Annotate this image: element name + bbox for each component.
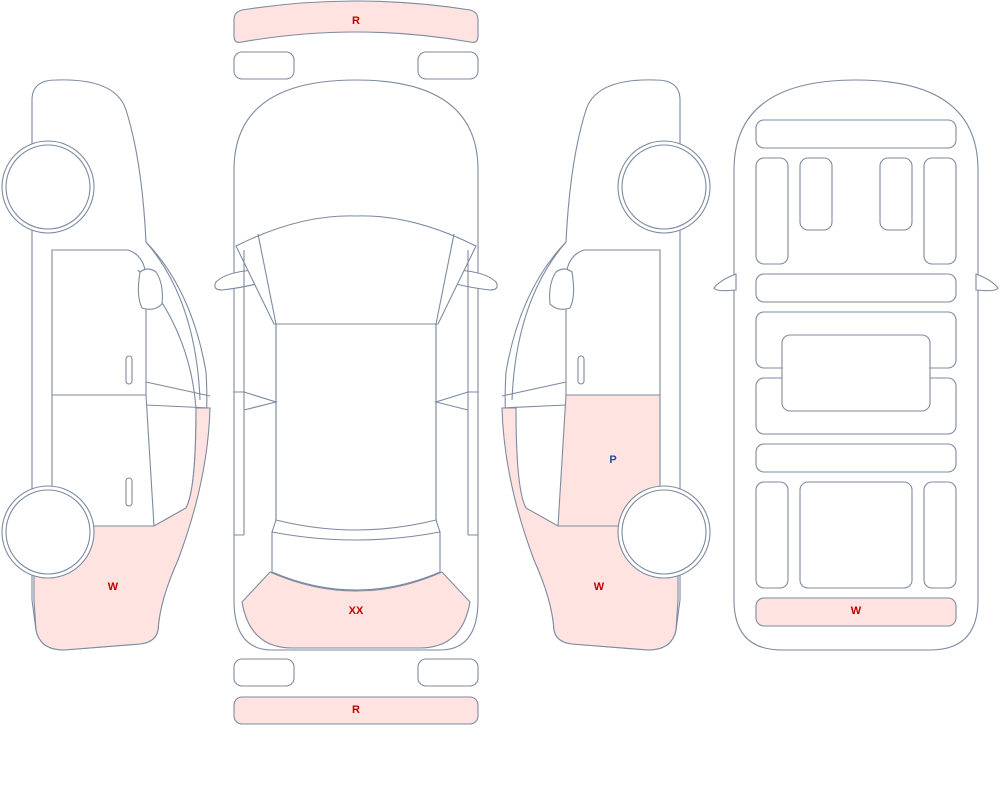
underside-spare-well[interactable] [799,481,913,589]
underside-firewall[interactable] [755,273,957,303]
left-rear-wheel-rim [5,489,91,575]
left-front-door-handle[interactable] [125,355,133,385]
top-right-pillar-line [435,233,455,533]
right-windshield-edge [511,241,567,401]
top-left-mirror[interactable] [214,269,257,291]
right-side-view: P W [501,79,711,651]
right-front-door[interactable] [565,249,661,396]
front-bumper-panel[interactable] [233,0,479,43]
top-right-handle [433,391,469,411]
rear-bumper-label: R [352,704,360,716]
left-rear-door-handle[interactable] [125,477,133,507]
underside-front-crossmember[interactable] [755,119,957,149]
underside-rear-crossmember[interactable] [755,443,957,473]
top-rear-window[interactable] [271,531,441,591]
top-rear-hood-panel[interactable] [241,571,471,649]
right-rear-wheel-rim [621,489,707,575]
right-rear-quarter-label: W [594,581,605,593]
top-left-handle [243,391,279,411]
left-rear-quarter-panel[interactable] [33,407,211,651]
rear-right-taillight[interactable] [417,658,479,687]
left-windshield-edge [145,241,201,401]
front-left-headlight[interactable] [233,51,295,80]
right-front-wheel-rim [621,144,707,230]
left-side-mirror[interactable] [137,268,163,310]
underside-front-right-rail[interactable] [923,157,957,265]
underside-rear-right-rail[interactable] [923,481,957,589]
underside-right-mirror[interactable] [975,273,999,292]
underside-rear-panel-label: W [851,605,862,617]
right-front-door-handle[interactable] [577,355,585,385]
rear-bumper-panel[interactable] [233,696,479,725]
rear-left-taillight[interactable] [233,658,295,687]
underside-center-tunnel[interactable] [781,334,931,412]
right-side-mirror[interactable] [549,268,575,310]
top-view: XX [214,79,498,651]
top-body-seams [234,391,478,536]
top-roof[interactable] [275,323,437,531]
top-windshield[interactable] [235,215,477,325]
right-rear-quarter-panel[interactable] [501,407,679,651]
left-rear-quarter-label: W [108,581,119,593]
left-side-view: W [1,79,211,651]
underside-front-left-mount[interactable] [799,157,833,231]
underside-rear-left-rail[interactable] [755,481,789,589]
left-front-door[interactable] [51,249,147,396]
top-left-pillar-line [257,233,277,533]
underside-left-mirror[interactable] [713,273,737,292]
front-bumper-label: R [352,15,360,27]
underside-front-left-rail[interactable] [755,157,789,265]
left-front-wheel-rim [5,144,91,230]
front-right-headlight[interactable] [417,51,479,80]
underside-front-right-mount[interactable] [879,157,913,231]
right-rear-door-label: P [609,454,616,466]
underside-view: W [713,79,999,651]
underside-rear-panel[interactable] [755,597,957,627]
top-rear-hood-label: XX [349,605,364,617]
top-right-mirror[interactable] [455,269,498,291]
